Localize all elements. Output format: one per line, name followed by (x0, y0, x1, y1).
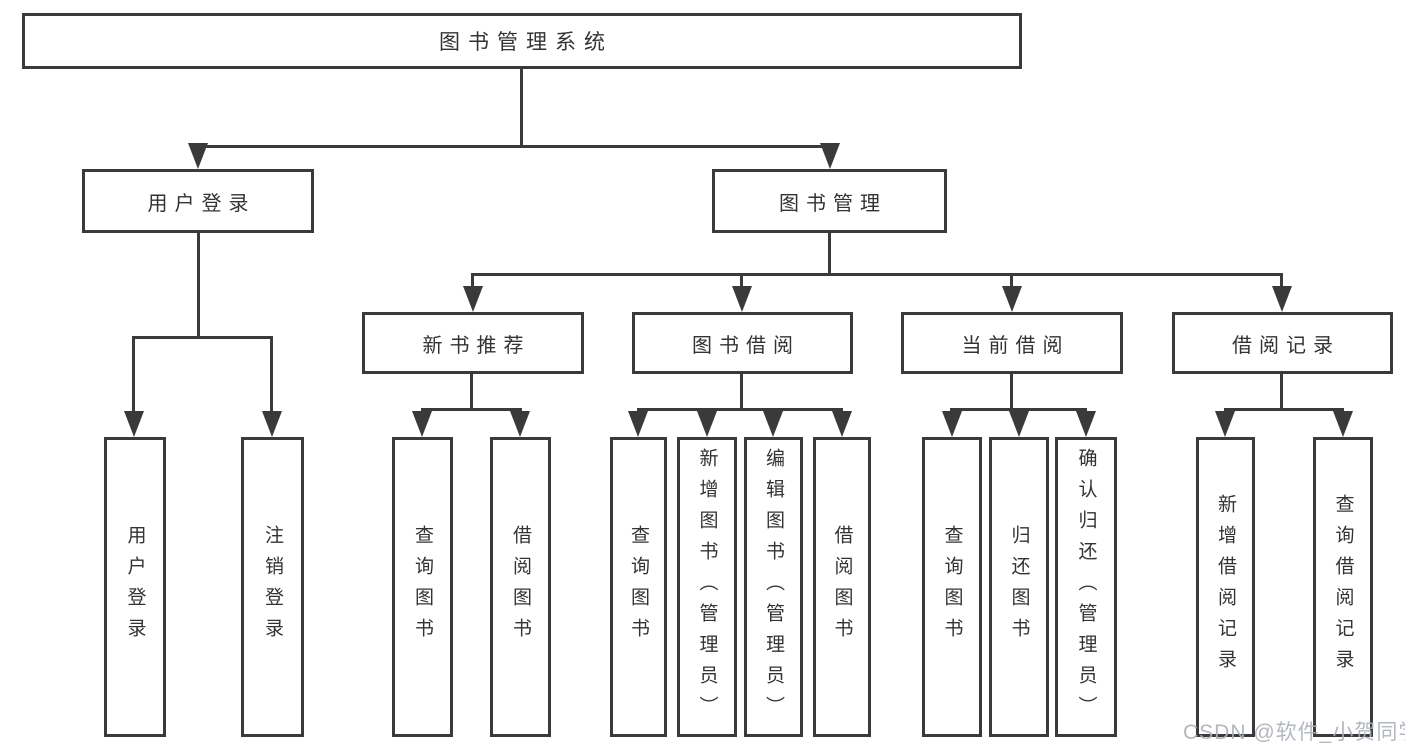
edge-line (950, 408, 1087, 411)
node-current-borrow: 当前借阅 (901, 312, 1123, 374)
edge-line (1010, 273, 1013, 288)
leaf-edit-book-admin-label: 编辑图书（管理员） (763, 447, 784, 727)
leaf-user-login-label: 用户登录 (124, 525, 146, 649)
leaf-user-login: 用户登录 (104, 437, 166, 737)
edge-line (828, 233, 831, 273)
watermark: CSDN @软件_小贺同学 (1183, 721, 1405, 744)
node-book-borrow: 图书借阅 (632, 312, 853, 374)
edge-line (740, 374, 743, 408)
edge-line (132, 336, 135, 413)
leaf-query-books-current-label: 查询图书 (941, 525, 963, 649)
leaf-logout-label: 注销登录 (262, 525, 283, 649)
node-borrow-records: 借阅记录 (1172, 312, 1393, 374)
node-root-label: 图书管理系统 (439, 31, 613, 54)
arrowhead (262, 411, 282, 437)
node-new-book-recommend-label: 新书推荐 (422, 334, 531, 357)
edge-line (1224, 408, 1344, 411)
leaf-query-books-newbook-label: 查询图书 (412, 525, 433, 649)
leaf-borrow-books-borrow: 借阅图书 (813, 437, 871, 737)
leaf-return-book-label: 归还图书 (1008, 525, 1030, 649)
edge-line (421, 408, 522, 411)
leaf-query-books-borrow-label: 查询图书 (628, 525, 649, 649)
arrowhead (820, 143, 840, 169)
arrowhead (697, 411, 717, 437)
arrowhead (188, 143, 208, 169)
arrowhead (1272, 286, 1292, 312)
node-root: 图书管理系统 (22, 13, 1022, 69)
node-book-management: 图书管理 (712, 169, 947, 233)
node-book-management-label: 图书管理 (779, 192, 887, 215)
edge-line (197, 145, 831, 148)
edge-line (1280, 374, 1283, 408)
leaf-query-books-newbook: 查询图书 (392, 437, 453, 737)
leaf-add-book-admin: 新增图书（管理员） (677, 437, 737, 737)
edge-line (197, 233, 200, 336)
edge-line (1280, 273, 1283, 288)
arrowhead (628, 411, 648, 437)
node-user-login: 用户登录 (82, 169, 314, 233)
leaf-confirm-return-admin-label: 确认归还（管理员） (1075, 447, 1097, 727)
leaf-logout: 注销登录 (241, 437, 304, 737)
node-new-book-recommend: 新书推荐 (362, 312, 584, 374)
node-borrow-records-label: 借阅记录 (1232, 334, 1340, 357)
leaf-query-borrow-record: 查询借阅记录 (1313, 437, 1373, 737)
node-book-borrow-label: 图书借阅 (692, 334, 800, 357)
edge-line (740, 273, 743, 288)
node-user-login-label: 用户登录 (147, 192, 256, 215)
arrowhead (412, 411, 432, 437)
edge-line (134, 336, 272, 339)
edge-line (471, 273, 1282, 276)
leaf-add-borrow-record-label: 新增借阅记录 (1215, 494, 1236, 680)
leaf-query-borrow-record-label: 查询借阅记录 (1332, 494, 1354, 680)
arrowhead (1002, 286, 1022, 312)
arrowhead (1076, 411, 1096, 437)
arrowhead (1215, 411, 1235, 437)
leaf-confirm-return-admin: 确认归还（管理员） (1055, 437, 1117, 737)
leaf-borrow-books-newbook: 借阅图书 (490, 437, 551, 737)
leaf-add-book-admin-label: 新增图书（管理员） (696, 447, 718, 727)
edge-line (520, 69, 523, 145)
edge-line (270, 336, 273, 413)
leaf-query-books-borrow: 查询图书 (610, 437, 667, 737)
arrowhead (732, 286, 752, 312)
leaf-edit-book-admin: 编辑图书（管理员） (744, 437, 803, 737)
edge-line (1010, 374, 1013, 408)
arrowhead (510, 411, 530, 437)
leaf-return-book: 归还图书 (989, 437, 1049, 737)
edge-line (470, 374, 473, 408)
arrowhead (763, 411, 783, 437)
leaf-borrow-books-newbook-label: 借阅图书 (510, 525, 531, 649)
arrowhead (832, 411, 852, 437)
arrowhead (463, 286, 483, 312)
edge-line (637, 408, 843, 411)
arrowhead (124, 411, 144, 437)
arrowhead (1009, 411, 1029, 437)
leaf-borrow-books-borrow-label: 借阅图书 (831, 525, 853, 649)
arrowhead (942, 411, 962, 437)
node-current-borrow-label: 当前借阅 (961, 334, 1070, 357)
edge-line (471, 273, 474, 288)
leaf-add-borrow-record: 新增借阅记录 (1196, 437, 1255, 737)
arrowhead (1333, 411, 1353, 437)
leaf-query-books-current: 查询图书 (922, 437, 982, 737)
